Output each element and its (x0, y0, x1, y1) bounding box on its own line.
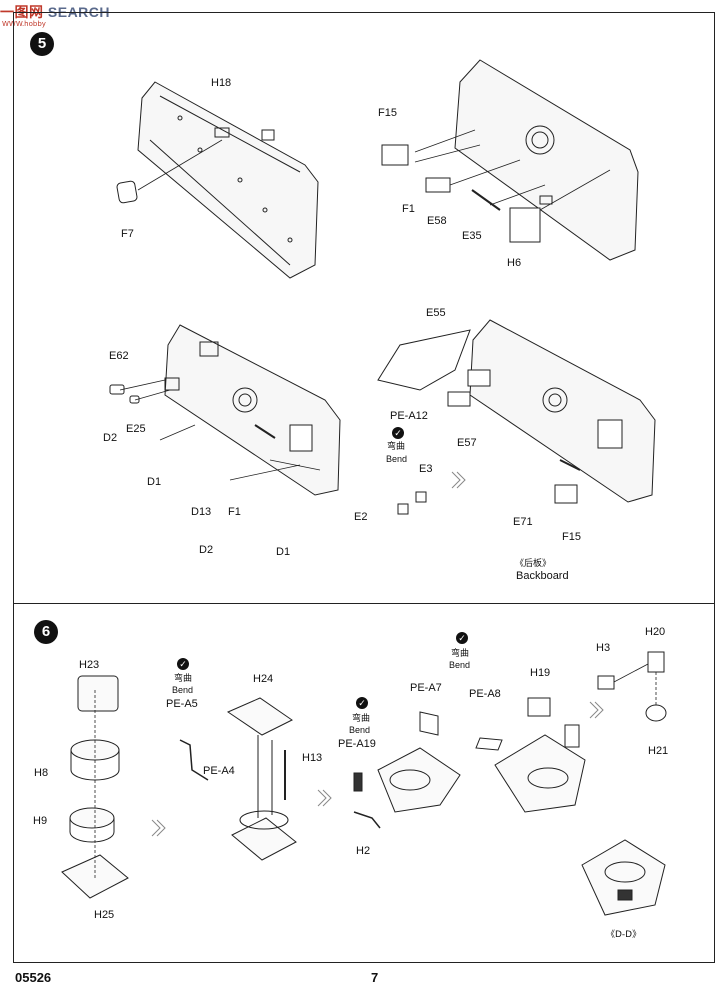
label-h18: H18 (211, 77, 232, 89)
label-h13: H13 (302, 752, 323, 764)
label-f1-b: F1 (228, 506, 241, 518)
watermark-sub: WWW.hobby (2, 20, 46, 28)
label-d13: D13 (191, 506, 212, 518)
label-e62: E62 (109, 350, 129, 362)
label-f7: F7 (121, 228, 134, 240)
bend-icon-step5: ✓ (392, 427, 404, 439)
step6-assembly-b (179, 697, 297, 861)
bend-icon-2: ✓ (356, 697, 368, 709)
label-d1-b: D1 (276, 546, 291, 558)
kit-number: 05526 (15, 970, 52, 985)
label-bend3-en: Bend (449, 660, 471, 670)
label-f1-top: F1 (402, 203, 415, 215)
label-d2-b: D2 (199, 544, 214, 556)
hull-panel-1 (116, 81, 319, 279)
label-d1-a: D1 (147, 476, 162, 488)
step6-assembly-d (475, 697, 586, 813)
watermark-cn: 一图网 (0, 5, 44, 21)
label-bend2-cn: 弯曲 (352, 714, 371, 724)
label-h25: H25 (94, 909, 115, 921)
label-h3: H3 (596, 642, 611, 654)
label-e3: E3 (419, 463, 433, 475)
bend-icon-1: ✓ (177, 658, 189, 670)
label-f15-top: F15 (378, 107, 397, 119)
label-e55: E55 (426, 307, 446, 319)
label-h2: H2 (356, 845, 371, 857)
label-pe-a7: PE-A7 (410, 682, 442, 694)
step6-frame (13, 603, 715, 963)
label-e2: E2 (354, 511, 368, 523)
step6-assembly-a (61, 675, 129, 899)
label-h20: H20 (645, 626, 666, 638)
step6-view-d-d (581, 839, 666, 916)
label-bend-cn-step5: 弯曲 (387, 442, 406, 452)
step6-number: 6 (34, 620, 58, 644)
label-backboard-cn: 《后板》 (515, 559, 552, 569)
label-bend1-cn: 弯曲 (174, 674, 193, 684)
label-backboard-en: Backboard (516, 570, 569, 582)
label-e35: E35 (462, 230, 482, 242)
label-h23: H23 (79, 659, 100, 671)
label-bend1-en: Bend (172, 685, 194, 695)
label-pe-a4: PE-A4 (203, 765, 235, 777)
label-bend3-cn: 弯曲 (451, 649, 470, 659)
label-e25: E25 (126, 423, 146, 435)
label-e71: E71 (513, 516, 533, 528)
label-pe-a19: PE-A19 (338, 738, 376, 750)
label-h9: H9 (33, 815, 48, 827)
step6-assembly-c (353, 711, 461, 829)
label-e58: E58 (427, 215, 447, 227)
label-pe-a5: PE-A5 (166, 698, 198, 710)
hull-panel-3 (109, 324, 341, 496)
label-dd-view: 《D-D》 (606, 930, 642, 940)
page-number: 7 (371, 970, 379, 985)
label-h6: H6 (507, 257, 522, 269)
label-h8: H8 (34, 767, 49, 779)
hull-panel-4 (377, 319, 656, 515)
step6-assembly-e (597, 651, 667, 722)
step5-number: 5 (30, 32, 54, 56)
label-d2-a: D2 (103, 432, 118, 444)
label-pe-a12: PE-A12 (390, 410, 428, 422)
hull-panel-2 (381, 59, 639, 261)
label-bend2-en: Bend (349, 725, 371, 735)
label-f15-b: F15 (562, 531, 581, 543)
label-h21: H21 (648, 745, 669, 757)
label-h19: H19 (530, 667, 551, 679)
label-e57: E57 (457, 437, 477, 449)
label-bend-en-step5: Bend (386, 454, 408, 464)
label-h24: H24 (253, 673, 274, 685)
label-pe-a8: PE-A8 (469, 688, 501, 700)
bend-icon-3: ✓ (456, 632, 468, 644)
